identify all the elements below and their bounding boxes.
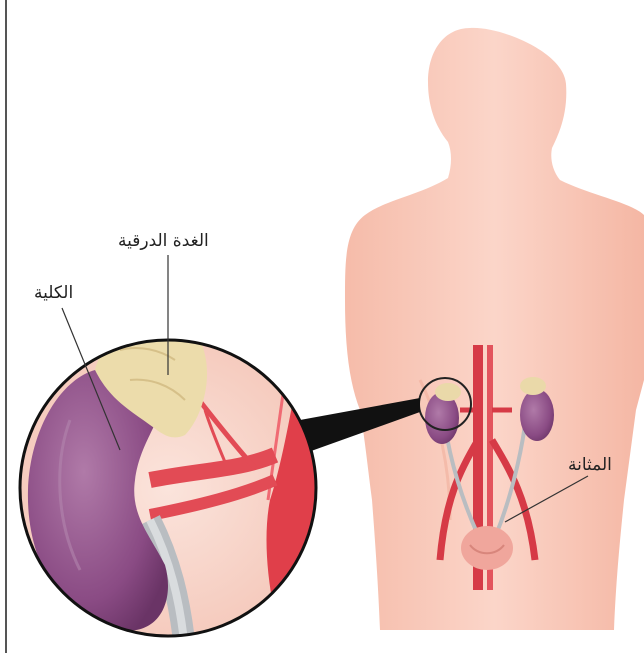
- body-bladder: [461, 526, 513, 570]
- label-bladder: المثانة: [568, 455, 612, 475]
- label-thyroid: الغدة الدرقية: [118, 231, 209, 251]
- frame-left-border: [5, 0, 7, 653]
- inset-magnified: [20, 321, 320, 650]
- label-kidney: الكلية: [34, 283, 73, 303]
